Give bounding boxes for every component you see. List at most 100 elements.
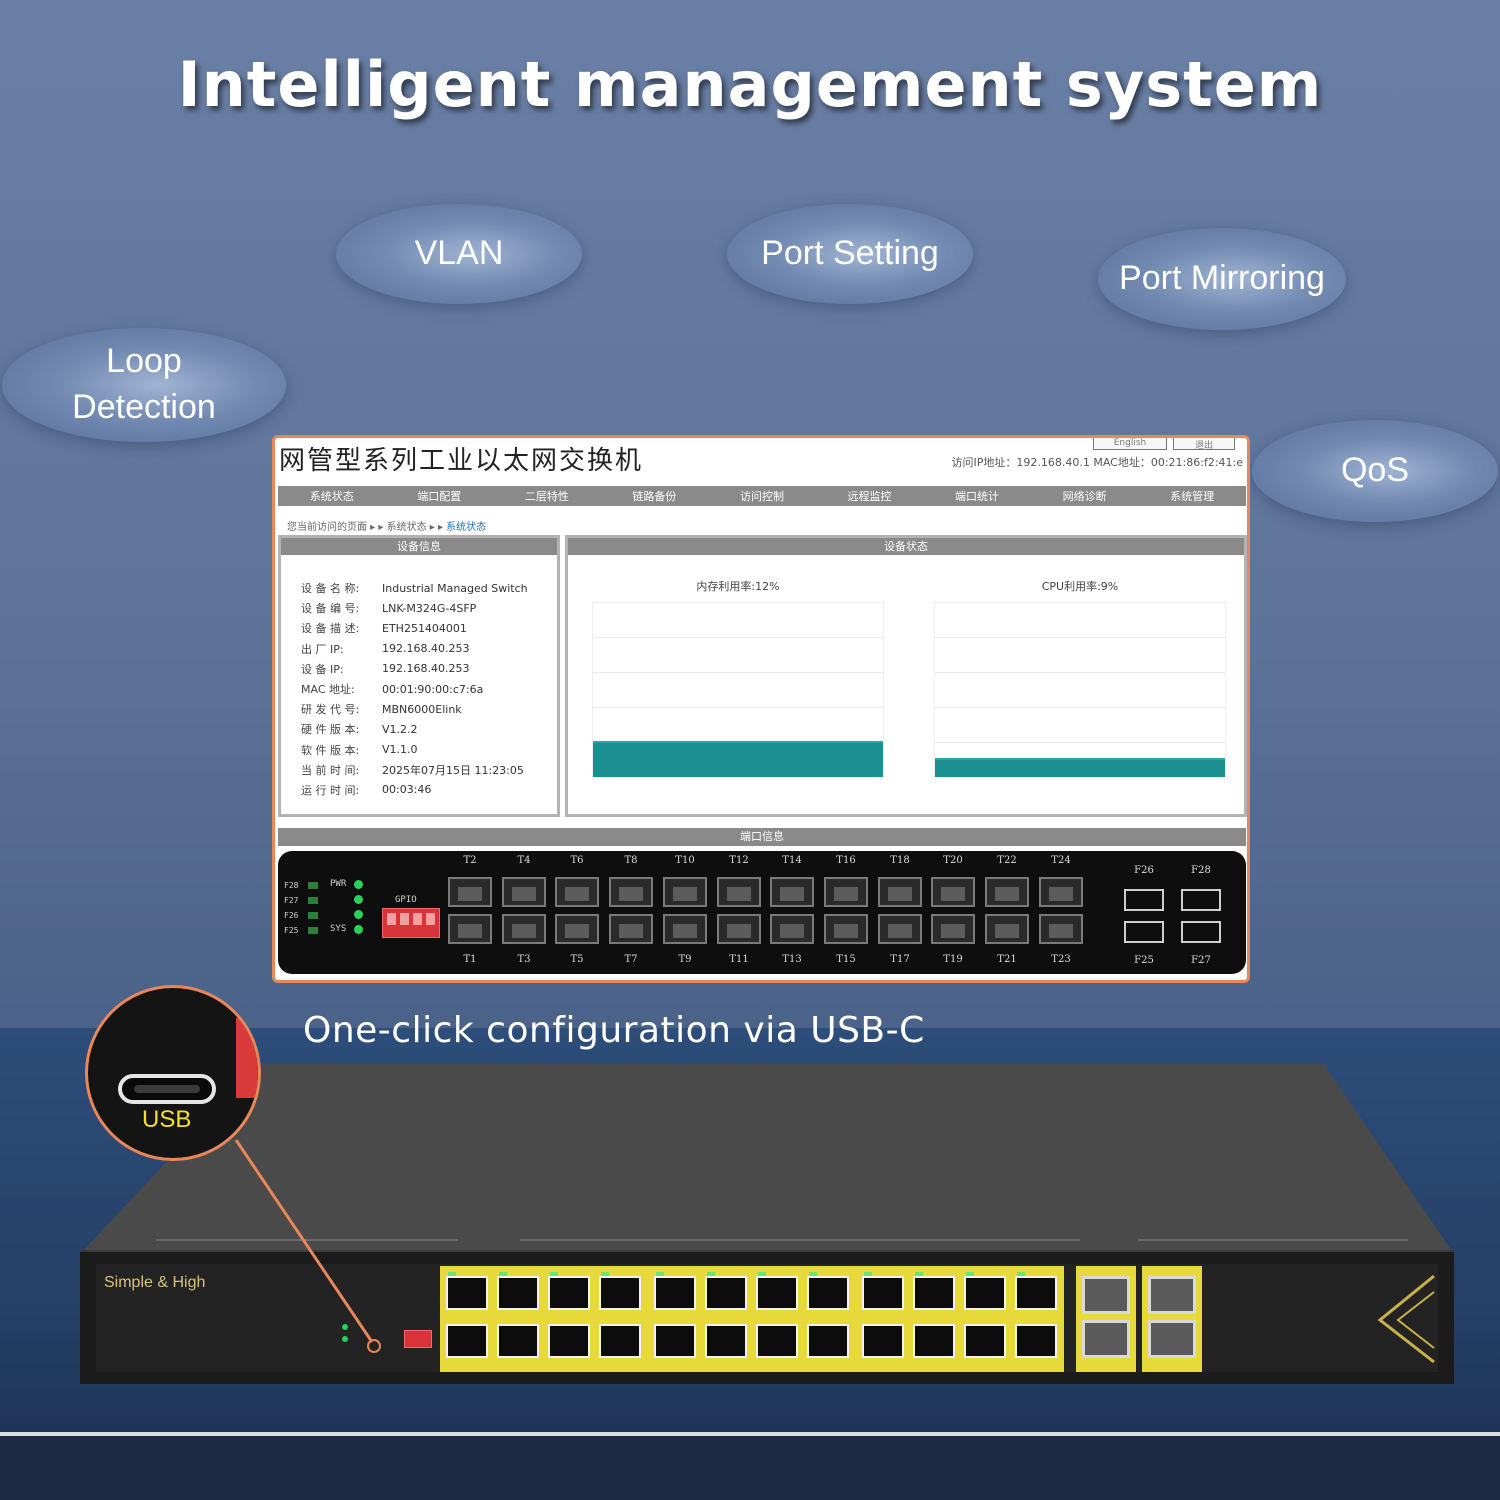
nav-item[interactable]: 系统状态 xyxy=(309,490,354,503)
breadcrumb-current[interactable]: 系统状态 xyxy=(446,522,487,533)
port-number-top: T4 xyxy=(517,855,531,866)
status-led xyxy=(342,1336,348,1342)
rj45-jack xyxy=(862,1324,904,1358)
rj45-port[interactable] xyxy=(985,877,1029,907)
rj45-port[interactable] xyxy=(931,914,975,944)
sfp-number-top: F28 xyxy=(1191,865,1211,876)
device-info-row: 设 备 名 称:Industrial Managed Switch xyxy=(301,578,528,598)
rj45-jack xyxy=(548,1276,590,1310)
device-info-value: V1.2.2 xyxy=(382,722,418,736)
rj45-port[interactable] xyxy=(770,914,814,944)
rj45-jack xyxy=(599,1276,641,1310)
device-info-key: 软 件 版 本: xyxy=(301,743,360,757)
sys-led xyxy=(354,925,363,934)
language-button[interactable]: English xyxy=(1093,438,1167,450)
device-info-key: 当 前 时 间: xyxy=(301,763,360,777)
pwr-led xyxy=(354,880,363,889)
port-led xyxy=(448,1272,456,1276)
device-info-value: MBN6000Elink xyxy=(382,702,462,716)
port-led xyxy=(966,1272,974,1276)
rj45-port[interactable] xyxy=(824,914,868,944)
rj45-jack xyxy=(548,1324,590,1358)
device-info-row: 设 备 IP:192.168.40.253 xyxy=(301,659,528,679)
device-status-title: 设备状态 xyxy=(568,538,1244,555)
gpio-label: GPIO xyxy=(395,895,417,905)
rj45-port[interactable] xyxy=(448,914,492,944)
cpu-usage-label: CPU利用率:9% xyxy=(1041,580,1119,593)
rj45-port[interactable] xyxy=(1039,914,1083,944)
port-number-top: T6 xyxy=(570,855,584,866)
nav-item[interactable]: 访问控制 xyxy=(739,490,784,503)
nav-item[interactable]: 二层特性 xyxy=(524,490,569,503)
feature-label: Port Mirroring xyxy=(1119,259,1325,298)
nav-item[interactable]: 网络诊断 xyxy=(1062,490,1107,503)
port-led xyxy=(550,1272,558,1276)
port-number-bottom: T7 xyxy=(624,954,638,965)
device-info-table: 设 备 名 称:Industrial Managed Switch 设 备 编 号… xyxy=(301,578,528,800)
rj45-port[interactable] xyxy=(502,877,546,907)
rj45-jack xyxy=(705,1324,747,1358)
rj45-port[interactable] xyxy=(555,877,599,907)
sfp-cage xyxy=(1148,1320,1196,1358)
port-number-bottom: T17 xyxy=(890,954,910,965)
nav-item[interactable]: 远程监控 xyxy=(847,490,892,503)
port-led xyxy=(809,1272,817,1276)
usb-caption: One-click configuration via USB-C xyxy=(303,1010,925,1051)
feature-bubble-port-setting: Port Setting xyxy=(727,204,973,304)
nav-item[interactable]: 端口配置 xyxy=(417,490,462,503)
nav-item[interactable]: 链路备份 xyxy=(632,490,677,503)
dip-switch xyxy=(382,908,440,938)
port-number-top: T2 xyxy=(463,855,477,866)
feature-label-line2: Detection xyxy=(72,388,216,426)
device-status-box: 设备状态 内存利用率:12% CPU利用率:9% xyxy=(565,535,1247,817)
device-info-key: 设 备 IP: xyxy=(301,662,344,676)
sfp-port xyxy=(1124,889,1164,911)
switch-edge-line xyxy=(1138,1239,1408,1241)
device-info-value: 2025年07月15日 11:23:05 xyxy=(382,763,524,777)
rj45-jack xyxy=(862,1276,904,1310)
rj45-port[interactable] xyxy=(931,877,975,907)
feature-label: Port Setting xyxy=(761,234,939,273)
device-info-value: 192.168.40.253 xyxy=(382,642,470,656)
sfp-number-bottom: F25 xyxy=(1134,955,1154,966)
rj45-port[interactable] xyxy=(663,914,707,944)
nav-item[interactable]: 系统管理 xyxy=(1170,490,1215,503)
rj45-port[interactable] xyxy=(555,914,599,944)
rj45-port[interactable] xyxy=(448,877,492,907)
nav-item[interactable]: 端口统计 xyxy=(955,490,1000,503)
rj45-port[interactable] xyxy=(985,914,1029,944)
sfp-port xyxy=(1181,921,1221,943)
rj45-port[interactable] xyxy=(717,877,761,907)
rj45-jack xyxy=(446,1276,488,1310)
sys-label: SYS xyxy=(330,924,347,934)
rj45-port[interactable] xyxy=(878,877,922,907)
rj45-port[interactable] xyxy=(824,877,868,907)
rj45-port[interactable] xyxy=(717,914,761,944)
port-number-top: T8 xyxy=(624,855,638,866)
rj45-port[interactable] xyxy=(609,914,653,944)
device-info-key: 运 行 时 间: xyxy=(301,783,360,797)
sfp-led-label: F25 xyxy=(284,926,299,935)
rj45-jack xyxy=(1015,1324,1057,1358)
feature-bubble-vlan: VLAN xyxy=(336,204,582,304)
port-number-bottom: T21 xyxy=(997,954,1017,965)
sfp-cage xyxy=(1148,1276,1196,1314)
rj45-port[interactable] xyxy=(1039,877,1083,907)
sfp-led-label: F28 xyxy=(284,881,299,890)
sfp-led xyxy=(308,882,318,889)
breadcrumb-prefix: 您当前访问的页面 ▸ ▸ 系统状态 ▸ ▸ xyxy=(287,522,443,533)
rj45-jack xyxy=(654,1324,696,1358)
device-info-key: 设 备 编 号: xyxy=(301,602,360,616)
port-number-top: T16 xyxy=(836,855,856,866)
feature-bubble-loop-detection: Loop Detection xyxy=(2,328,286,442)
rj45-port[interactable] xyxy=(502,914,546,944)
breadcrumb: 您当前访问的页面 ▸ ▸ 系统状态 ▸ ▸ 系统状态 xyxy=(287,518,486,533)
rj45-port[interactable] xyxy=(663,877,707,907)
rj45-port[interactable] xyxy=(770,877,814,907)
rj45-port[interactable] xyxy=(878,914,922,944)
logout-button[interactable]: 退出 xyxy=(1173,438,1235,451)
port-number-bottom: T3 xyxy=(517,954,531,965)
port-led xyxy=(864,1272,872,1276)
rj45-port[interactable] xyxy=(609,877,653,907)
rj45-jack xyxy=(807,1276,849,1310)
